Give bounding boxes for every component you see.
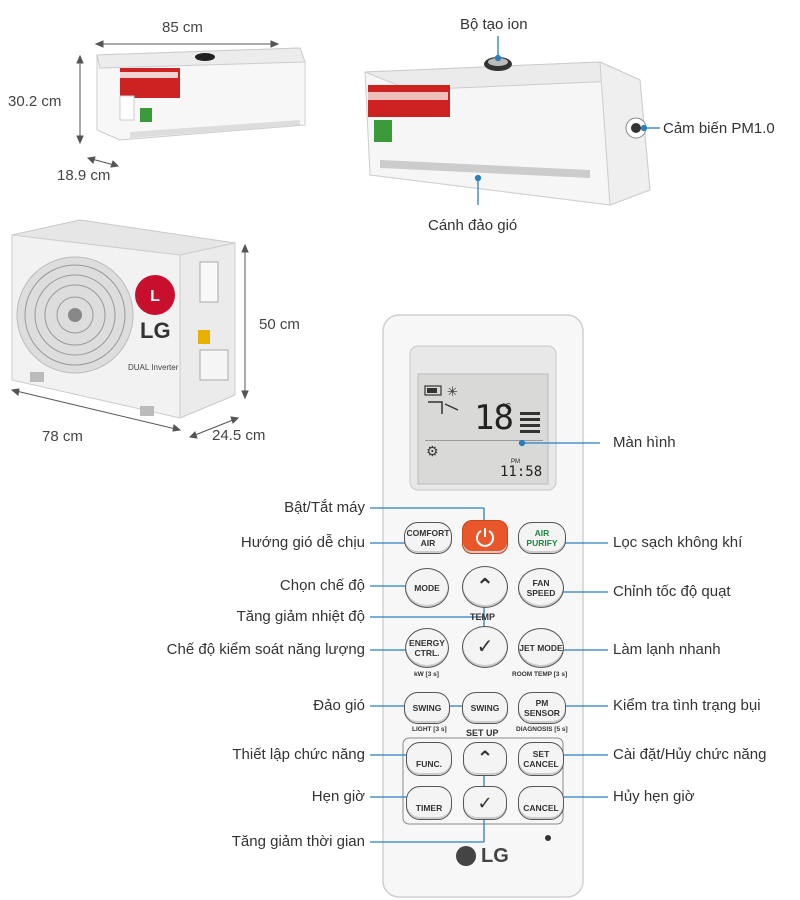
air-purify-button[interactable]: AIR PURIFY: [518, 522, 566, 554]
setup-group-frame: [402, 737, 564, 825]
time-up-button[interactable]: ⌃: [463, 742, 507, 776]
temp-up-button[interactable]: ⌃: [462, 566, 508, 608]
outdoor-unit: L: [11, 219, 236, 419]
cancel-timer-button[interactable]: CANCEL: [518, 786, 564, 820]
dim-indoor-depth: 18.9 cm: [57, 167, 111, 184]
dim-outdoor-width: 78 cm: [42, 428, 83, 445]
lcd-time: 11:58: [500, 464, 543, 480]
callout-screen: Màn hình: [613, 434, 676, 451]
time-down-button[interactable]: ✓: [463, 786, 507, 820]
comfort-air-button[interactable]: COMFORT AIR: [404, 522, 452, 554]
timer-button[interactable]: TIMER: [406, 786, 452, 820]
pm-sub-label: DIAGNOSIS [5 s]: [516, 726, 568, 733]
energy-ctrl-button[interactable]: ENERGY CTRL.: [405, 628, 449, 668]
temp-label: TEMP: [470, 612, 496, 622]
check-down-icon: ✓: [477, 793, 493, 813]
check-down-icon: ✓: [476, 636, 494, 658]
dim-outdoor-depth: 24.5 cm: [212, 427, 266, 444]
callout-fan: Chỉnh tốc độ quạt: [613, 583, 731, 600]
ion-generator-small: [195, 53, 215, 61]
callout-timer: Hẹn giờ: [311, 788, 365, 805]
callout-swing: Đảo gió: [313, 697, 365, 714]
dim-outdoor-height: 50 cm: [259, 316, 300, 333]
dim-indoor-width: 85 cm: [162, 19, 203, 36]
callout-jet: Làm lạnh nhanh: [613, 641, 721, 658]
fan-speed-button[interactable]: FAN SPEED: [518, 568, 564, 608]
remote-lg-logo-icon: [456, 846, 476, 866]
swing-horizontal-button[interactable]: SWING: [462, 692, 508, 724]
chevron-up-icon: ⌃: [476, 748, 494, 770]
power-button[interactable]: [462, 520, 508, 554]
chevron-up-icon: ⌃: [475, 574, 495, 599]
callout-time-adjust: Tăng giảm thời gian: [231, 833, 365, 850]
outdoor-lg-logo: [135, 275, 175, 315]
svg-text:L: L: [150, 288, 160, 305]
callout-purify: Lọc sạch không khí: [613, 534, 743, 551]
outdoor-model-text: DUAL Inverter: [128, 363, 179, 372]
lcd-time-label: PM: [511, 459, 520, 465]
callout-dust: Kiểm tra tình trạng bụi: [613, 697, 761, 714]
callout-function: Thiết lập chức năng: [232, 746, 365, 763]
callout-mode: Chọn chế độ: [279, 577, 365, 594]
outdoor-dimension-lines: [10, 243, 249, 439]
swing-vertical-button[interactable]: SWING: [404, 692, 450, 724]
svg-text:⚙: ⚙: [426, 444, 439, 460]
callout-power: Bật/Tắt máy: [284, 499, 365, 516]
lcd-temp-unit: °C: [502, 402, 511, 411]
setup-label: SET UP: [466, 728, 499, 738]
jet-sub-label: ROOM TEMP [3 s]: [512, 671, 568, 678]
indoor-large-energy-label: [368, 85, 450, 117]
swing-sub-label: LIGHT [3 s]: [412, 726, 447, 733]
callout-temp: Tăng giảm nhiệt độ: [236, 608, 365, 625]
dim-indoor-height: 30.2 cm: [8, 93, 62, 110]
power-icon: [476, 528, 494, 547]
callout-air-vane: Cánh đảo gió: [428, 217, 518, 234]
pm-sensor-button[interactable]: PM SENSOR: [518, 692, 566, 724]
svg-text:✳: ✳: [447, 385, 458, 400]
callout-pm-sensor: Cảm biến PM1.0: [663, 120, 775, 137]
callout-comfort: Hướng gió dễ chịu: [240, 534, 365, 551]
mode-button[interactable]: MODE: [405, 568, 449, 608]
callout-set-cancel: Cài đặt/Hủy chức năng: [613, 746, 767, 763]
indoor-unit-small: [96, 47, 306, 141]
indoor-dimension-lines: [76, 40, 280, 168]
callout-energy: Chế độ kiểm soát năng lượng: [166, 641, 365, 658]
remote-lcd: [417, 373, 549, 485]
callout-ion-generator: Bộ tạo ion: [460, 16, 528, 33]
lcd-temperature: 18: [474, 398, 514, 438]
remote-brand: LG: [481, 845, 509, 867]
jet-mode-button[interactable]: JET MODE: [518, 628, 564, 668]
callout-cancel-timer: Hủy hẹn giờ: [613, 788, 695, 805]
outdoor-brand: LG: [140, 318, 171, 343]
set-cancel-button[interactable]: SET CANCEL: [518, 742, 564, 776]
func-button[interactable]: FUNC.: [406, 742, 452, 776]
energy-sub-label: kW [3 s]: [414, 671, 439, 678]
indoor-unit-large: [364, 57, 651, 206]
temp-down-button[interactable]: ✓: [462, 626, 508, 668]
